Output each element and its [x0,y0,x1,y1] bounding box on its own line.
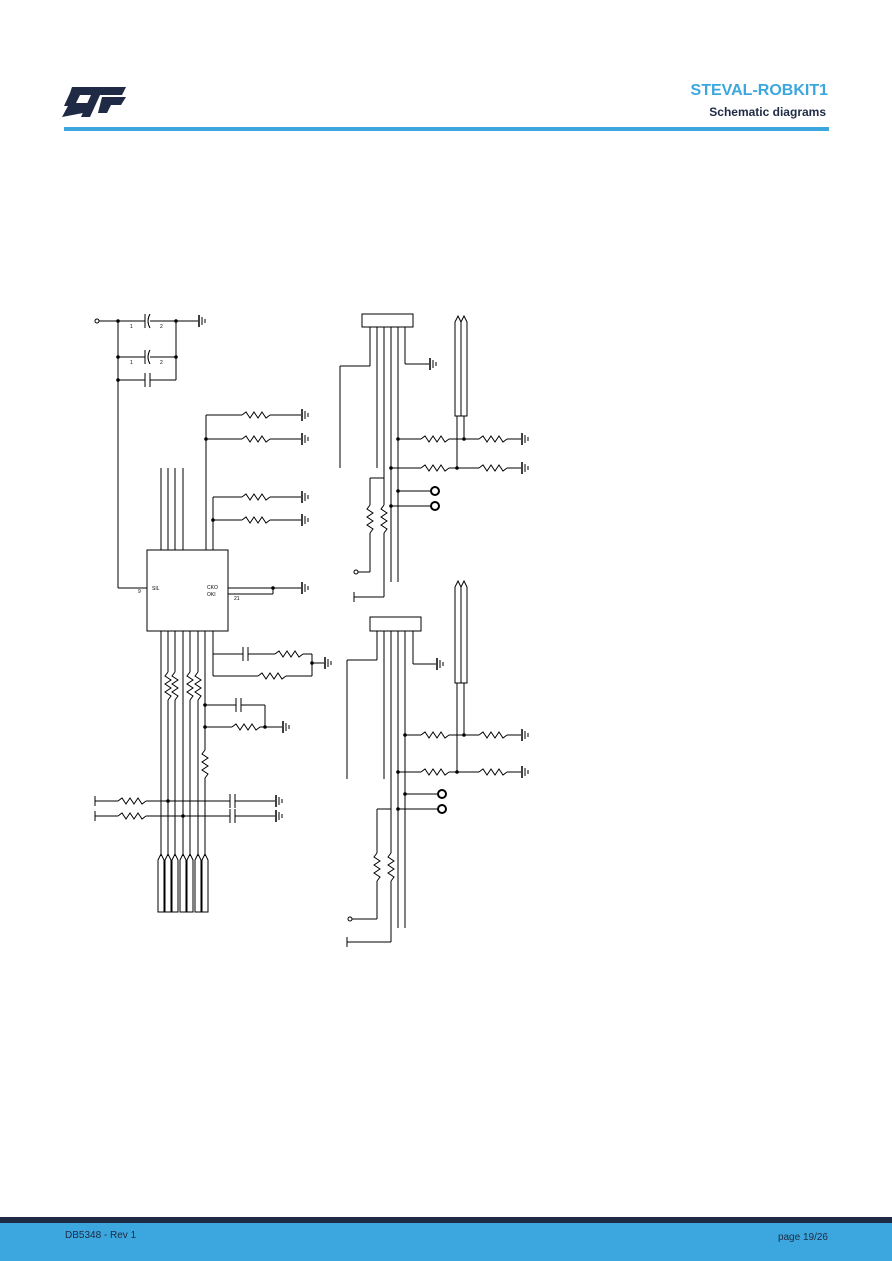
input-terminal [94,318,100,324]
ic-u1 [146,549,229,632]
motor-connector [454,579,468,684]
st-logo [62,87,126,117]
doc-subtitle: Schematic diagrams [709,105,826,119]
footer-strip [0,1217,892,1223]
doc-title: STEVAL-ROBKIT1 [690,82,828,99]
pin-number: 9 [138,589,141,595]
footer-page-number: page 19/26 [777,1232,828,1243]
cap-pin-label: 2 [160,324,163,330]
ic-pin-label: SIL [152,586,160,592]
bus-connector [157,852,209,913]
ic-pin-label: CKO [207,585,218,591]
motor-connector [454,314,468,417]
cap-pin-label: 1 [130,360,133,366]
footer-doc-id: DB5348 - Rev 1 [65,1230,137,1241]
ic-pin-label: OKI [207,592,216,598]
pin-number: 21 [234,596,240,602]
connector-j2 [369,616,422,632]
header-rule [64,127,829,131]
cap-pin-label: 1 [130,324,133,330]
footer-band [0,1217,892,1261]
connector-j1 [361,313,414,328]
cap-pin-label: 2 [160,360,163,366]
